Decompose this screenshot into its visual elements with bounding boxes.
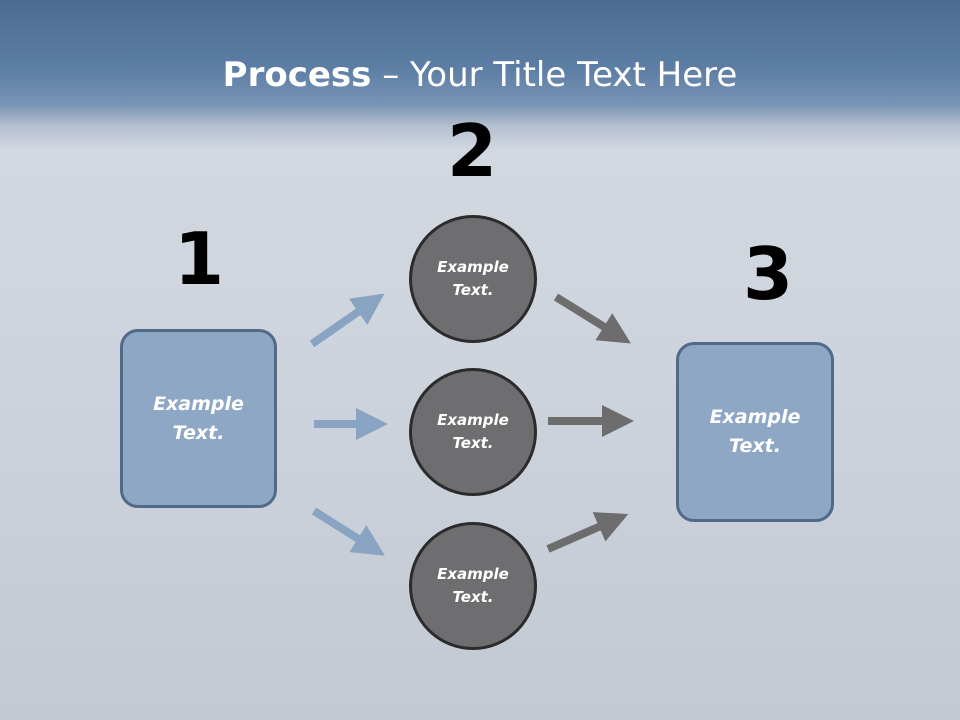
title-band (0, 0, 960, 150)
arrow-circle-3-to-box (546, 512, 629, 553)
right-box-line1: Example (709, 406, 801, 428)
circle-3-line2: Text. (452, 588, 494, 606)
step-number-3: 3 (742, 232, 794, 316)
circle-3-line1: Example (437, 565, 509, 583)
arrow-circle-1-to-box (553, 293, 631, 344)
arrow-box-to-circle-1 (309, 293, 385, 348)
title-dash: – (371, 55, 411, 95)
right-box-line2: Text. (729, 435, 781, 457)
circle-2-line1: Example (437, 411, 509, 429)
circle-1-line1: Example (437, 258, 509, 276)
left-box-line1: Example (153, 392, 244, 415)
circle-1-line2: Text. (452, 281, 494, 299)
circle-2-line2: Text. (452, 434, 494, 452)
left-box-line2: Text. (172, 421, 225, 444)
step-number-2: 2 (446, 109, 498, 193)
title-bold-word: Process (222, 55, 372, 95)
arrow-box-to-circle-3 (311, 507, 385, 556)
step-number-1: 1 (173, 217, 225, 301)
title-rest: Your Title Text Here (410, 55, 738, 95)
slide-title: Process – Your Title Text Here (0, 52, 960, 98)
